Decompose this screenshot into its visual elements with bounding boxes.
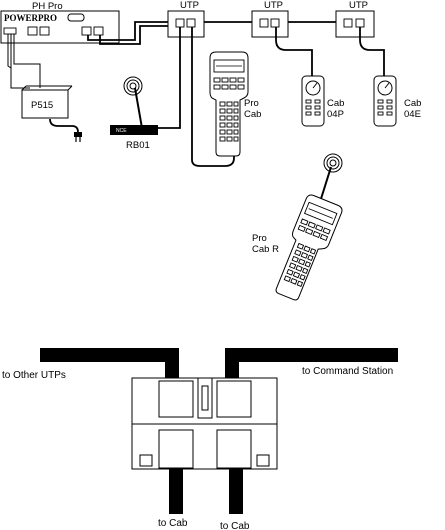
utp-box	[251, 10, 289, 38]
pro-cab-handheld: Pro Cab	[209, 51, 261, 157]
utp-label: UTP	[180, 0, 199, 11]
utp-jack-bottom-left	[158, 429, 194, 469]
cab-04p-label-line2: 04P	[327, 109, 344, 120]
keypad-icon	[305, 99, 321, 116]
power-switch-icon	[67, 13, 85, 22]
utp-screw-icon	[139, 454, 153, 467]
p515-label: P515	[31, 100, 53, 111]
cab-bus-port-icon	[93, 26, 104, 36]
to-command-station-label: to Command Station	[302, 366, 393, 377]
utp-led-icon	[201, 385, 209, 411]
to-cab-right-label: to Cab	[220, 521, 250, 530]
cab-bus-port-icon	[81, 26, 92, 36]
to-other-utps-label: to Other UTPs	[2, 370, 66, 381]
rb01-radio-base: NCE RB01	[110, 76, 158, 151]
rb01-label: RB01	[126, 140, 150, 151]
utp-panel-1: UTP	[167, 0, 205, 38]
utp-detail: to Other UTPs to Command Station to Cab …	[2, 348, 398, 530]
pro-cab-label-line1: Pro	[244, 98, 259, 109]
cab-04p: Cab 04P	[301, 75, 344, 127]
to-cab-left-label: to Cab	[158, 518, 188, 529]
utp-box	[335, 10, 375, 38]
pro-cab-r-wireless: Pro Cab R	[252, 153, 343, 301]
terminal-block-icon	[3, 27, 17, 35]
rb01-box	[110, 125, 158, 135]
utp-jack-bottom-right	[216, 429, 252, 469]
cable-to-other-utps	[40, 348, 179, 381]
utp-panel-3: UTP	[335, 0, 375, 38]
cab-bus-port-icon	[39, 26, 50, 36]
utp-label: UTP	[264, 0, 283, 11]
utp-screw-icon	[256, 454, 270, 467]
cab-bus-wiring	[7, 21, 385, 167]
rj-port-icon	[343, 18, 353, 28]
radio-wave-icon	[323, 153, 343, 173]
pro-cab-r-label-line1: Pro	[252, 233, 267, 244]
utp-jack-top-left	[158, 380, 194, 418]
utp-panel-2: UTP	[251, 0, 289, 38]
svg-text:NCE: NCE	[116, 128, 127, 134]
cab-04e-label-line2: 04E	[404, 109, 421, 120]
antenna-icon	[134, 87, 143, 129]
rj-port-icon	[259, 18, 269, 28]
keypad-icon	[213, 77, 245, 142]
utp-label: UTP	[349, 0, 368, 11]
p515-box	[21, 89, 69, 119]
rj-port-icon	[355, 18, 365, 28]
rj-port-icon	[270, 18, 280, 28]
radio-wave-icon	[123, 76, 143, 96]
power-plug-icon	[74, 132, 82, 142]
cable-to-command-station	[225, 348, 398, 381]
ph-pro-command-station: PH Pro POWERPRO	[0, 1, 120, 44]
cab-04p-label-line1: Cab	[327, 98, 344, 109]
pro-cab-label-line2: Cab	[244, 109, 261, 120]
ph-pro-label: PH Pro	[32, 1, 63, 12]
pro-cab-r-label-line2: Cab R	[252, 244, 279, 255]
powerpro-brand: POWERPRO	[4, 13, 57, 23]
keypad-icon	[377, 99, 393, 116]
p515-power-supply: P515	[21, 85, 82, 142]
pro-cab-r-body	[275, 194, 343, 301]
utp-jack-top-right	[216, 380, 252, 418]
antenna-icon	[319, 166, 332, 203]
utp-box	[167, 10, 205, 38]
rj-port-icon	[175, 18, 185, 28]
cab-04e: Cab 04E	[373, 75, 421, 127]
rj-port-icon	[186, 18, 196, 28]
cab-bus-port-icon	[27, 26, 38, 36]
cab-04e-label-line1: Cab	[404, 98, 421, 109]
